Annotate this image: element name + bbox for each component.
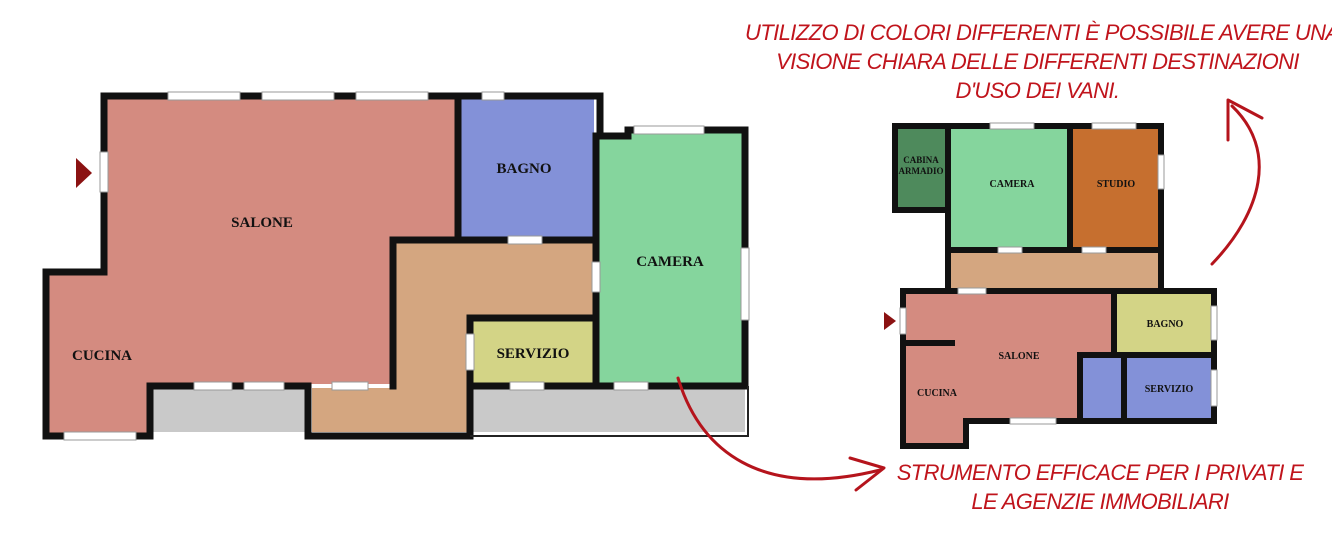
entry-arrow-icon [76, 158, 92, 188]
room-label-servizio: SERVIZIO [497, 346, 570, 362]
room-label-bagno-small: BAGNO [1147, 319, 1184, 330]
small-floor-plan: CABINA ARMADIO CAMERA STUDIO SALONE BAGN… [884, 122, 1218, 449]
large-plan-windows [63, 91, 750, 441]
room-salone-fill [48, 96, 458, 434]
room-cabina-fill [897, 128, 945, 208]
corridor-small-fill [951, 251, 1158, 289]
room-bagno-fill [460, 96, 594, 238]
caption-top-line-1: UTILIZZO DI COLORI DIFFERENTI È POSSIBIL… [745, 20, 1332, 45]
room-label-salone-small: SALONE [998, 351, 1039, 362]
large-plan-walls [42, 92, 749, 440]
balcony-right-fill [469, 388, 745, 432]
room-label-cucina: CUCINA [72, 348, 132, 364]
large-floor-plan: SALONE CUCINA BAGNO CAMERA SERVIZIO [42, 91, 750, 441]
caption-top-line-2: VISIONE CHIARA DELLE DIFFERENTI DESTINAZ… [776, 49, 1299, 74]
room-servizio-fill [469, 318, 596, 386]
room-label-camera-small: CAMERA [990, 179, 1036, 190]
room-label-cucina-small: CUCINA [917, 388, 958, 399]
caption-top-line-3: D'USO DEI VANI. [955, 78, 1121, 103]
room-label-bagno: BAGNO [496, 161, 551, 177]
balcony-railing [470, 386, 749, 437]
room-label-cabina-line1: CABINA [903, 155, 939, 165]
caption-top: UTILIZZO DI COLORI DIFFERENTI È POSSIBIL… [745, 18, 1332, 105]
arrow-head-icon [848, 456, 886, 492]
room-label-studio: STUDIO [1097, 179, 1136, 190]
room-bagno-small-fill [1116, 294, 1212, 352]
small-plan-windows [899, 122, 1218, 425]
room-label-servizio-small: SERVIZIO [1145, 384, 1194, 395]
room-camera-fill [596, 130, 742, 384]
entry-arrow-small-icon [884, 312, 896, 330]
caption-bottom: STRUMENTO EFFICACE PER I PRIVATI E LE AG… [895, 458, 1305, 516]
arrow-head-top-icon [1226, 98, 1264, 142]
room-small-blue-fill [1082, 357, 1122, 419]
small-plan-walls [892, 123, 1217, 449]
arrow-to-bottom-caption [676, 376, 886, 492]
balcony-left-fill [152, 388, 308, 432]
room-label-camera: CAMERA [636, 254, 704, 270]
room-servizio-small-fill [1126, 357, 1212, 419]
caption-bottom-line-2: LE AGENZIE IMMOBILIARI [971, 489, 1229, 514]
room-label-salone: SALONE [231, 215, 293, 231]
corridor-fill [312, 240, 596, 432]
caption-bottom-line-1: STRUMENTO EFFICACE PER I PRIVATI E [896, 460, 1304, 485]
room-studio-fill [1072, 128, 1158, 248]
room-label-cabina-line2: ARMADIO [899, 166, 944, 176]
arrow-to-top-caption [1210, 98, 1264, 266]
room-salone-small-fill [905, 293, 1113, 444]
room-camera-small-fill [951, 128, 1068, 248]
